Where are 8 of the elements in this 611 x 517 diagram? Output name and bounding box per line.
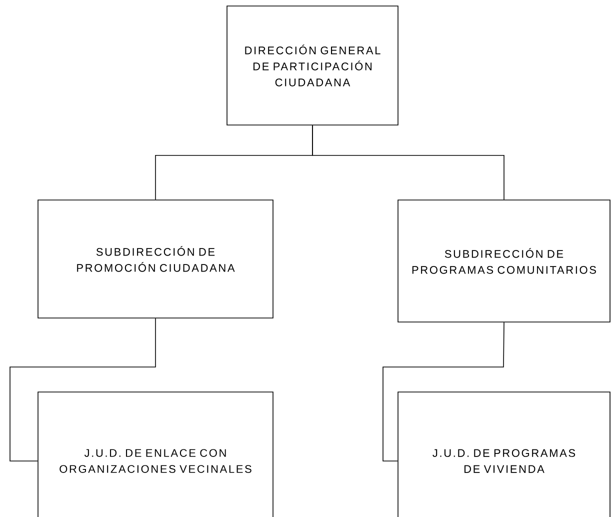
connector-line xyxy=(382,322,504,462)
org-box: DIRECCIÓN GENERAL DE PARTICIPACIÓN CIUDADANA xyxy=(226,6,398,126)
connector-line xyxy=(312,125,504,200)
org-box: J.U.D. DE PROGRAMAS DE VIVIENDA xyxy=(398,392,610,517)
org-box: SUBDIRECCIÓN DE PROGRAMAS COMUNITARIOS xyxy=(398,200,610,322)
connector-line xyxy=(10,318,156,462)
org-box: J.U.D. DE ENLACE CON ORGANIZACIONES VECINALES xyxy=(38,392,274,517)
org-box: SUBDIRECCIÓN DE PROMOCIÓN CIUDADANA xyxy=(38,200,274,318)
